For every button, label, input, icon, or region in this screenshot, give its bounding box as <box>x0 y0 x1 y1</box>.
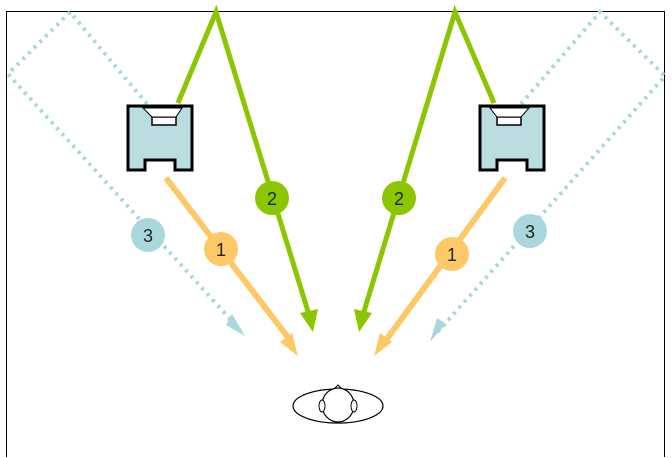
badge-1-left: 1 <box>204 232 238 266</box>
badge-1-right-label: 1 <box>447 245 457 265</box>
badge-3-left-label: 3 <box>143 226 153 246</box>
badge-2-left: 2 <box>255 181 289 215</box>
speaker-right <box>478 104 546 172</box>
badge-1-right: 1 <box>435 237 469 271</box>
reflection-path-2-left <box>175 4 318 332</box>
badge-3-left: 3 <box>131 218 165 252</box>
speaker-left <box>126 104 194 172</box>
badge-2-left-label: 2 <box>267 189 277 209</box>
reflection-path-3-left <box>5 9 245 336</box>
badge-2-right: 2 <box>382 181 416 215</box>
badge-1-left-label: 1 <box>216 240 226 260</box>
listener-head-icon <box>292 384 384 424</box>
reflection-path-2-right <box>354 4 497 332</box>
badge-3-right: 3 <box>513 214 547 248</box>
badge-2-right-label: 2 <box>394 189 404 209</box>
badge-3-right-label: 3 <box>525 222 535 242</box>
room-boundary <box>6 11 665 457</box>
reflection-path-3-right <box>430 9 668 342</box>
